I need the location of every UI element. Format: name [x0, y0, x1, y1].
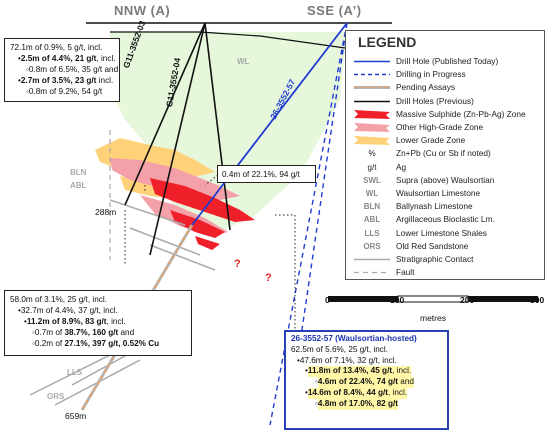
assay-box-title: 26-3552-57 (Waulsortian-hosted): [291, 334, 417, 343]
legend-item: LLS Lower Limestone Shales: [346, 227, 544, 240]
legend-item: SWL Supra (above) Waulsortian: [346, 174, 544, 187]
assay-line: 0.2m of 27.1%, 397 g/t, 0.52% Cu: [10, 338, 186, 349]
assay-line: 0.7m of 38.7%, 160 g/t and: [10, 327, 186, 338]
massive-sulphide-zone: [170, 210, 225, 238]
legend-item-label: Lower Grade Zone: [396, 135, 466, 146]
assay-line: 32.7m of 4.4%, 37 g/t, incl.: [10, 305, 186, 316]
legend-swatch: [354, 123, 390, 132]
strat-label-ors: ORS: [47, 392, 65, 401]
legend-item: ORS Old Red Sandstone: [346, 240, 544, 253]
depth-label-288: 288m: [95, 207, 117, 217]
legend-abbr: g/t: [367, 162, 377, 172]
massive-sulphide-zone: [195, 236, 220, 250]
legend-item-label: Ag: [396, 161, 407, 172]
legend-item: Drill Hole (Published Today): [346, 55, 544, 68]
assay-line: 11.8m of 13.4%, 45 g/t, incl.: [291, 366, 442, 378]
legend-abbr: WL: [365, 189, 379, 198]
legend-item-label: Old Red Sandstone: [396, 240, 469, 251]
assay-box-published: 26-3552-57 (Waulsortian-hosted) 62.5m of…: [284, 330, 449, 430]
legend: LEGEND Drill Hole (Published Today) Drill…: [345, 30, 545, 280]
assay-line: 62.5m of 5.6%, 25 g/t, incl.: [291, 344, 388, 354]
legend-title: LEGEND: [358, 34, 417, 50]
legend-item: % Zn+Pb (Cu or Sb if noted): [346, 147, 544, 160]
legend-abbr: SWL: [363, 175, 381, 185]
legend-item-label: Other High-Grade Zone: [396, 122, 484, 132]
assay-line: 4.6m of 22.4%, 74 g/t and: [291, 377, 442, 388]
scale-tick-100: 100: [390, 295, 405, 305]
assay-line: 0.8m of 6.5%, 35 g/t and: [10, 64, 118, 75]
legend-swatch: [354, 109, 390, 119]
legend-item-label: Pending Assays: [396, 82, 456, 93]
legend-swatch: [354, 60, 390, 63]
scale-unit: metres: [420, 313, 446, 323]
high-grade-zone: [110, 158, 240, 200]
legend-item: WL Waulsortian Limestone: [346, 187, 544, 200]
assay-line: 47.6m of 7.1%, 32 g/t, incl.: [291, 356, 442, 367]
legend-swatch: [354, 258, 390, 261]
scale-tick-200: 200: [460, 295, 475, 305]
legend-item: Drilling in Progress: [346, 68, 544, 81]
assay-line: 58.0m of 3.1%, 25 g/t, incl.: [10, 295, 107, 304]
legend-abbr: ORS: [363, 241, 381, 251]
assay-line: 0.8m of 9.2%, 54 g/t: [10, 86, 114, 97]
assay-line: 11.2m of 8.9%, 83 g/t, incl.: [10, 316, 186, 327]
legend-item-label: Zn+Pb (Cu or Sb if noted): [396, 148, 491, 159]
strat-label-bln: BLN: [70, 168, 87, 177]
legend-item: ABL Argillaceous Bioclastic Lm.: [346, 213, 544, 226]
legend-item: Stratigraphic Contact: [346, 253, 544, 266]
assay-line: 2.7m of 3.5%, 23 g/t incl.: [10, 75, 114, 86]
unknown-marker: ?: [234, 258, 241, 270]
legend-swatch: [354, 86, 390, 90]
assay-line: 72.1m of 0.9%, 5 g/t, incl.: [10, 43, 103, 52]
legend-swatch: [354, 136, 390, 146]
massive-sulphide-zone: [150, 178, 255, 222]
legend-abbr: BLN: [363, 202, 381, 212]
scale-bar: [328, 295, 538, 303]
assay-line: 14.6m of 8.4%, 44 g/t, incl.: [291, 387, 442, 399]
legend-item: Lower Grade Zone: [346, 134, 544, 147]
legend-abbr: ABL: [363, 215, 381, 225]
legend-item: Other High-Grade Zone: [346, 121, 544, 134]
assay-box-top-left: 72.1m of 0.9%, 5 g/t, incl. 2.5m of 4.4%…: [4, 38, 120, 102]
legend-item-label: Drill Hole (Published Today): [396, 56, 499, 66]
legend-item-label: Ballynash Limestone: [396, 201, 473, 212]
depth-label-659: 659m: [65, 411, 87, 421]
strat-label-wl: WL: [237, 57, 250, 66]
legend-item-label: Argillaceous Bioclastic Lm.: [396, 214, 495, 225]
legend-abbr: LLS: [364, 228, 380, 238]
scale-tick-300: 300: [530, 295, 545, 305]
legend-item: Drill Holes (Previous): [346, 95, 544, 108]
assay-line: 4.8m of 17.0%, 82 g/t: [291, 398, 442, 410]
legend-item: BLN Ballynash Limestone: [346, 200, 544, 213]
strat-label-abl: ABL: [70, 181, 87, 190]
strat-label-lls: LLS: [67, 368, 83, 377]
legend-item: g/t Ag: [346, 161, 544, 174]
scale-tick-0: 0: [325, 295, 330, 305]
legend-item-label: Lower Limestone Shales: [396, 227, 487, 238]
section-label-sse: SSE (A’): [307, 3, 362, 18]
legend-item-label: Massive Sulphide (Zn-Pb-Ag) Zone: [396, 108, 526, 119]
drill-hole-published: [191, 22, 348, 226]
legend-item: Massive Sulphide (Zn-Pb-Ag) Zone: [346, 108, 544, 121]
unknown-marker: ?: [265, 272, 272, 284]
legend-swatch: [354, 272, 390, 274]
legend-item-label: Stratigraphic Contact: [396, 254, 474, 264]
legend-item-label: Supra (above) Waulsortian: [396, 174, 495, 185]
legend-item: Pending Assays: [346, 81, 544, 94]
assay-box-mid: 0.4m of 22.1%, 94 g/t: [217, 165, 316, 183]
legend-item-label: Drill Holes (Previous): [396, 95, 474, 106]
assay-line: 2.5m of 4.4%, 21 g/t, incl.: [10, 53, 116, 64]
legend-swatch: [354, 73, 390, 76]
legend-item: Fault: [346, 266, 544, 279]
legend-item-label: Drilling in Progress: [396, 69, 466, 80]
assay-box-bottom-left: 58.0m of 3.1%, 25 g/t, incl. 32.7m of 4.…: [4, 290, 192, 356]
legend-swatch: [354, 100, 390, 102]
legend-item-label: Fault: [396, 267, 415, 278]
legend-abbr: %: [368, 149, 376, 159]
section-label-nnw: NNW (A): [114, 3, 171, 18]
legend-item-label: Waulsortian Limestone: [396, 188, 481, 198]
